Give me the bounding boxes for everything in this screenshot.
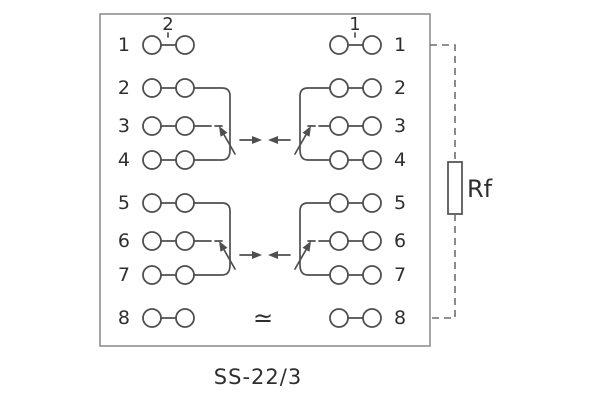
- external-wire-bottom: [430, 214, 456, 319]
- ac-supply-symbol: ≃: [253, 304, 273, 332]
- terminal-number-left-8: 8: [118, 307, 130, 329]
- terminal-pair-left-2: [142, 78, 195, 98]
- terminal-pair-right-3: [329, 116, 382, 136]
- terminal-pair-left-1: [142, 35, 195, 55]
- terminal-pair-left-8: [142, 308, 195, 328]
- terminal-number-right-5: 5: [394, 192, 406, 214]
- terminal-pair-right-6: [329, 231, 382, 251]
- terminal-pair-left-7: [142, 265, 195, 285]
- terminal-number-left-5: 5: [118, 192, 130, 214]
- terminal-number-right-4: 4: [394, 149, 406, 171]
- terminal-pair-left-5: [142, 193, 195, 213]
- terminal-number-right-7: 7: [394, 264, 406, 286]
- coil-label-right: 1: [349, 14, 360, 35]
- terminal-number-left-2: 2: [118, 77, 130, 99]
- terminal-number-left-4: 4: [118, 149, 130, 171]
- terminal-pair-right-4: [329, 150, 382, 170]
- terminal-number-right-1: 1: [394, 34, 406, 56]
- resistor-symbol: [447, 161, 463, 215]
- terminal-number-left-7: 7: [118, 264, 130, 286]
- terminal-pair-left-3: [142, 116, 195, 136]
- terminal-pair-left-4: [142, 150, 195, 170]
- resistor-label: Rf: [467, 175, 493, 203]
- terminal-pair-right-2: [329, 78, 382, 98]
- terminal-number-left-3: 3: [118, 115, 130, 137]
- relay-outline-box: [99, 13, 431, 347]
- coil-label-left: 2: [162, 14, 173, 35]
- diagram-title: SS-22/3: [214, 365, 302, 389]
- contact-group-upper: [193, 87, 331, 161]
- terminal-pair-right-5: [329, 193, 382, 213]
- terminal-number-right-6: 6: [394, 230, 406, 252]
- terminal-number-right-2: 2: [394, 77, 406, 99]
- terminal-number-right-3: 3: [394, 115, 406, 137]
- terminal-number-left-1: 1: [118, 34, 130, 56]
- terminal-pair-left-6: [142, 231, 195, 251]
- terminal-pair-right-1: [329, 35, 382, 55]
- terminal-pair-right-8: [329, 308, 382, 328]
- external-wire-top: [430, 44, 456, 162]
- terminal-number-right-8: 8: [394, 307, 406, 329]
- terminal-number-left-6: 6: [118, 230, 130, 252]
- contact-group-lower: [193, 202, 331, 276]
- terminal-pair-right-7: [329, 265, 382, 285]
